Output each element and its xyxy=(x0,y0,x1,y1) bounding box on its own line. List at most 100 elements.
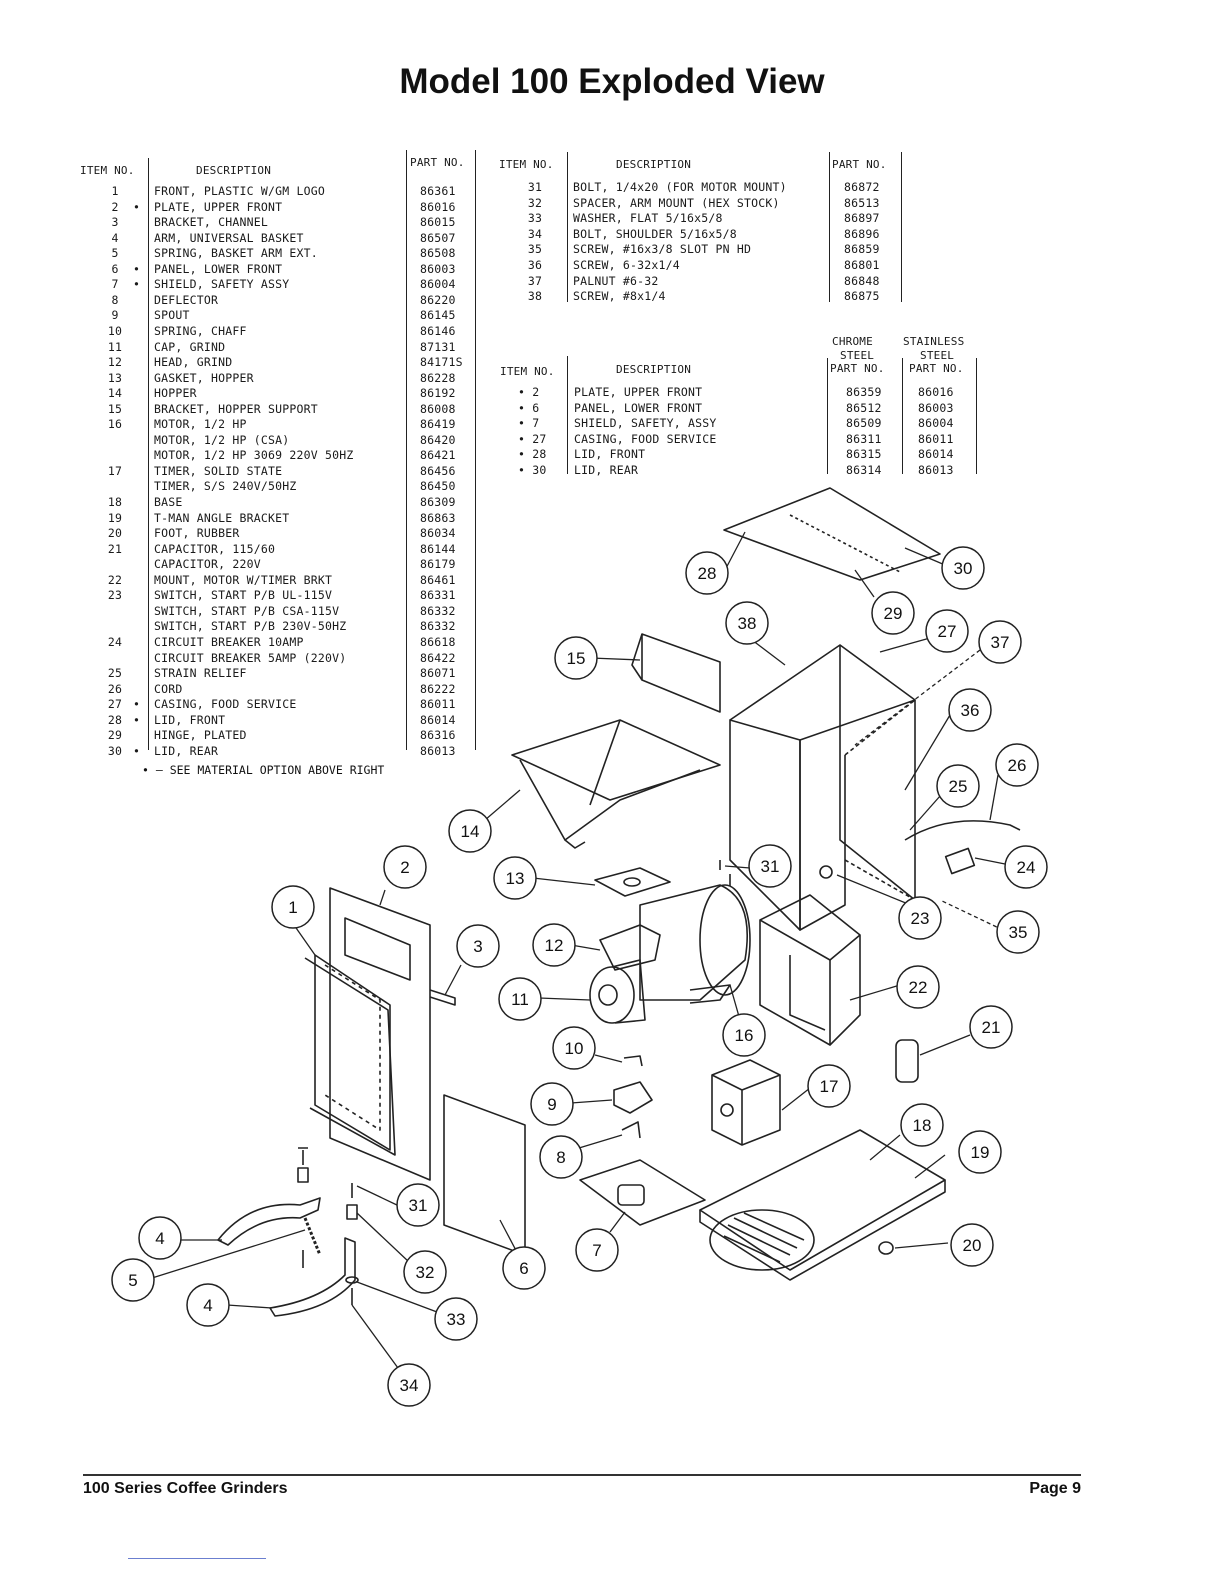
item-number: 22 xyxy=(107,573,123,587)
callout-circle xyxy=(725,601,769,645)
callout-circle xyxy=(186,1283,230,1327)
callout-17: 17 xyxy=(807,1064,851,1108)
callout-3: 3 xyxy=(456,924,500,968)
chrome-steel-part-number: 86311 xyxy=(846,432,882,446)
callout-circle xyxy=(978,620,1022,664)
callout-circle xyxy=(941,546,985,590)
callout-circle xyxy=(575,1228,619,1272)
callout-label: 4 xyxy=(203,1296,212,1315)
part-number: 86450 xyxy=(420,479,456,493)
part-description: FRONT, PLASTIC W/GM LOGO xyxy=(154,184,325,198)
item-number: • 27 xyxy=(518,432,547,446)
footer-page-number: Page 9 xyxy=(1029,1480,1081,1497)
part-number: 86071 xyxy=(420,666,456,680)
part-description: FOOT, RUBBER xyxy=(154,526,240,540)
part-number: 86146 xyxy=(420,324,456,338)
material-option-mark: • xyxy=(133,200,141,214)
callout-circle xyxy=(396,1183,440,1227)
part-number: 86192 xyxy=(420,386,456,400)
callout-circle xyxy=(950,1223,994,1267)
callout-label: 31 xyxy=(409,1196,428,1215)
callout-circle xyxy=(900,1103,944,1147)
callout-label: 22 xyxy=(909,978,928,997)
callout-31: 31 xyxy=(748,844,792,888)
stainless-steel-part-number: 86014 xyxy=(918,447,954,461)
part-number: 86013 xyxy=(420,744,456,758)
left-table-divider-2 xyxy=(406,150,407,750)
callout-label: 31 xyxy=(761,857,780,876)
part-number: 87131 xyxy=(420,340,456,354)
stainless-steel-part-number: 86016 xyxy=(918,385,954,399)
callout-label: 21 xyxy=(982,1018,1001,1037)
left-header-item: ITEM NO. xyxy=(80,164,135,177)
item-number: • 28 xyxy=(518,447,547,461)
footer-rule xyxy=(83,1474,1081,1476)
callout-label: 30 xyxy=(954,559,973,578)
part-description: BASE xyxy=(154,495,183,509)
callout-label: 10 xyxy=(565,1039,584,1058)
part-description: HOPPER xyxy=(154,386,197,400)
part-description: CASING, FOOD SERVICE xyxy=(574,432,717,446)
item-number: 12 xyxy=(107,355,123,369)
item-number: 13 xyxy=(107,371,123,385)
part-number: 86331 xyxy=(420,588,456,602)
rb-divider-3 xyxy=(902,358,903,474)
item-number: 37 xyxy=(527,274,543,288)
left-table-divider-3 xyxy=(475,150,476,750)
callout-23: 23 xyxy=(898,896,942,940)
callout-circle xyxy=(898,896,942,940)
item-number: • 7 xyxy=(518,416,540,430)
callout-circle xyxy=(539,1135,583,1179)
callout-label: 34 xyxy=(400,1376,419,1395)
rt-divider-3 xyxy=(901,152,902,302)
footer-doc-title: 100 Series Coffee Grinders xyxy=(83,1480,288,1497)
callout-label: 15 xyxy=(567,649,586,668)
item-number: 10 xyxy=(107,324,123,338)
part-description: SPRING, BASKET ARM EXT. xyxy=(154,246,318,260)
part-number: 86361 xyxy=(420,184,456,198)
callout-label: 35 xyxy=(1009,923,1028,942)
item-number: 23 xyxy=(107,588,123,602)
callout-label: 12 xyxy=(545,936,564,955)
callout-label: 3 xyxy=(473,937,482,956)
item-number: 3 xyxy=(111,215,119,229)
part-number: 86011 xyxy=(420,697,456,711)
part-description: SWITCH, START P/B UL-115V xyxy=(154,588,333,602)
item-number: 17 xyxy=(107,464,123,478)
callout-circle xyxy=(387,1363,431,1407)
part-description: SHIELD, SAFETY ASSY xyxy=(154,277,290,291)
callout-label: 33 xyxy=(447,1310,466,1329)
item-number: 1 xyxy=(111,184,119,198)
callout-label: 32 xyxy=(416,1263,435,1282)
part-number: 86507 xyxy=(420,231,456,245)
item-number: 28 xyxy=(107,713,123,727)
callout-4: 4 xyxy=(186,1283,230,1327)
callout-label: 14 xyxy=(461,822,480,841)
callout-37: 37 xyxy=(978,620,1022,664)
callout-7: 7 xyxy=(575,1228,619,1272)
part-number: 86618 xyxy=(420,635,456,649)
part-description: CAPACITOR, 220V xyxy=(154,557,261,571)
callout-label: 38 xyxy=(738,614,757,633)
part-number: 86859 xyxy=(844,242,880,256)
callout-32: 32 xyxy=(403,1250,447,1294)
part-number: 86872 xyxy=(844,180,880,194)
callout-label: 19 xyxy=(971,1143,990,1162)
part-description: BOLT, 1/4x20 (FOR MOTOR MOUNT) xyxy=(573,180,787,194)
part-number: 86875 xyxy=(844,289,880,303)
part-number: 86228 xyxy=(420,371,456,385)
part-description: MOTOR, 1/2 HP (CSA) xyxy=(154,433,290,447)
callout-circle xyxy=(807,1064,851,1108)
part-description: MOUNT, MOTOR W/TIMER BRKT xyxy=(154,573,333,587)
callout-35: 35 xyxy=(996,910,1040,954)
part-number: 86420 xyxy=(420,433,456,447)
callout-circle xyxy=(138,1216,182,1260)
callout-6: 6 xyxy=(502,1246,546,1290)
part-description: HINGE, PLATED xyxy=(154,728,247,742)
material-option-mark: • xyxy=(133,713,141,727)
part-description: DEFLECTOR xyxy=(154,293,219,307)
callout-29: 29 xyxy=(871,591,915,635)
part-description: SPACER, ARM MOUNT (HEX STOCK) xyxy=(573,196,780,210)
item-number: 19 xyxy=(107,511,123,525)
